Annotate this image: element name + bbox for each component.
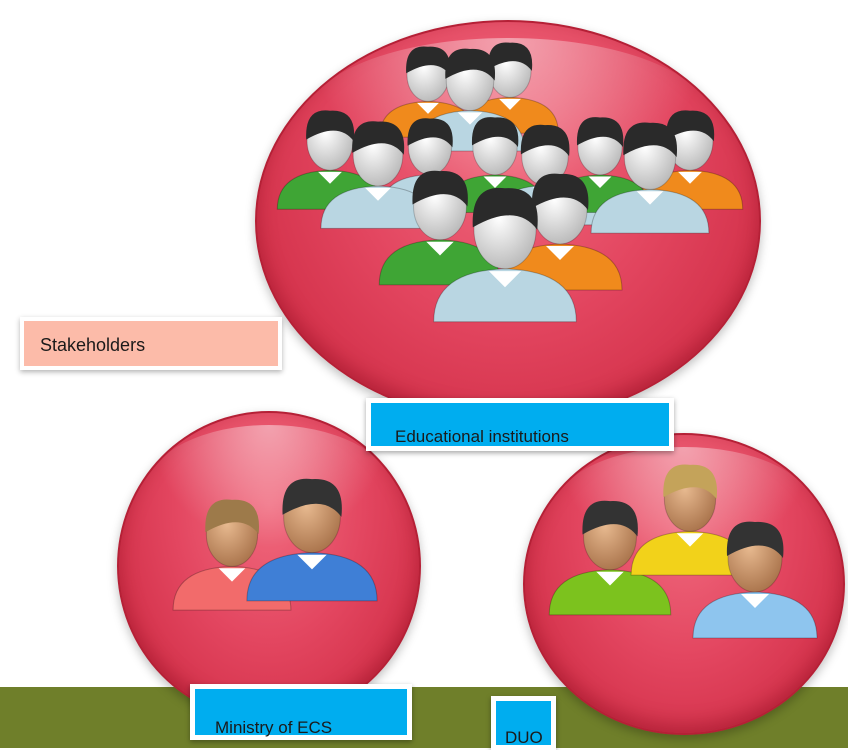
stakeholders-title: Stakeholders (20, 317, 282, 370)
woman-icon (630, 464, 750, 576)
ministry-label: Ministry of ECS (190, 684, 412, 740)
crowd-person-icon (433, 187, 577, 323)
crowd-person-icon (276, 110, 384, 210)
crowd-person-icon (590, 122, 710, 234)
crowd-person-icon (320, 121, 436, 229)
duo-label: DUO (491, 696, 556, 750)
educational-institutions-label: Educational institutions (366, 398, 674, 451)
man-icon (692, 521, 818, 639)
man-icon (548, 500, 672, 616)
man-icon (246, 478, 378, 602)
crowd-person-icon (378, 170, 502, 286)
